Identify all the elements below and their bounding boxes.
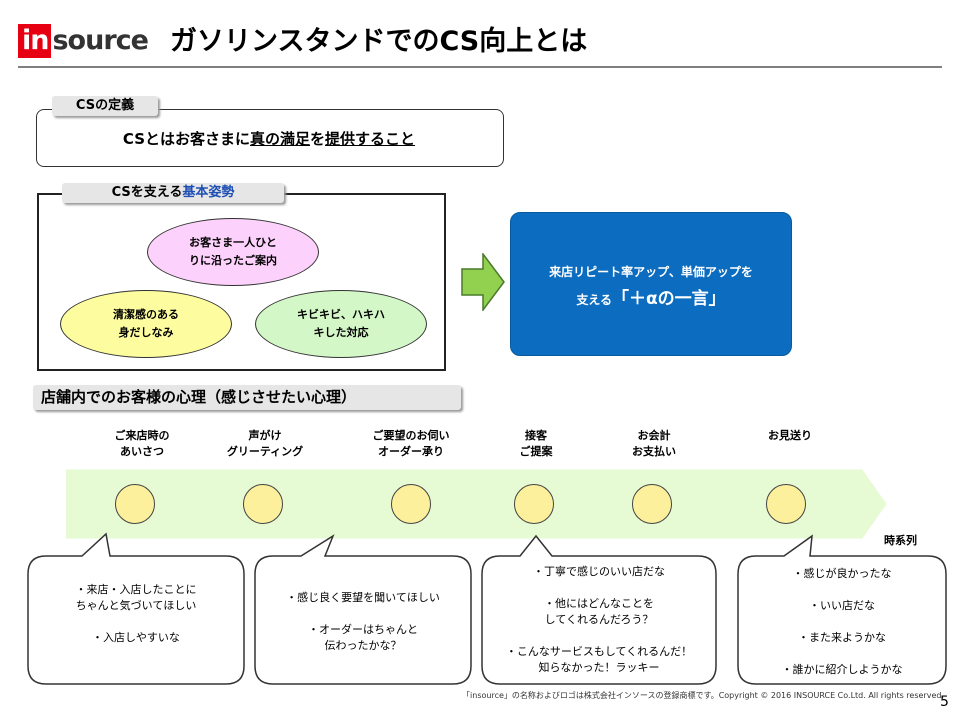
attitude-label: CSを支える基本姿勢 [62, 183, 284, 203]
stage-farewell-label: お見送り [768, 429, 812, 442]
speech-bubble-greeting-text: ・来店・入店したことに ちゃんと気づいてほしい ・入店しやすいな [75, 583, 197, 644]
definition-text: CSとはお客さまに真の満足を提供すること [36, 126, 502, 152]
page-number: 5 [940, 694, 949, 710]
attitude-item-response: キビキビ、ハキハ キした対応 [255, 290, 427, 358]
timeline-arrow-band [66, 469, 887, 539]
speech-bubble-order-text: ・感じ良く要望を聞いてほしい ・オーダーはちゃんと 伝わったかな？ [286, 591, 440, 652]
stage-service-label: 接客 ご提案 [519, 429, 553, 458]
attitude-item-grooming: 清潔感のある 身だしなみ [60, 290, 232, 358]
logo-text: source [52, 25, 148, 56]
attitude-label-highlight: 基本姿勢 [182, 185, 235, 200]
page-title: ガソリンスタンドでのCS向上とは [170, 26, 588, 57]
stage-payment-marker [632, 484, 672, 524]
stage-calling-marker [243, 484, 283, 524]
attitude-item-guidance: お客さま一人ひと りに沿ったご案内 [147, 218, 319, 286]
speech-bubble-order: ・感じ良く要望を聞いてほしい ・オーダーはちゃんと 伝わったかな？ [253, 534, 473, 686]
attitude-item-response-text: キビキビ、ハキハ キした対応 [297, 308, 385, 339]
definition-text-part-4: 提供すること [325, 130, 416, 148]
stage-order-marker [391, 484, 431, 524]
stage-order-label: ご要望のお伺い オーダー承り [372, 429, 450, 458]
time-axis-label: 時系列 [884, 534, 917, 547]
speech-bubble-farewell: ・感じが良かったな ・いい店だな ・また来ようかな ・誰かに紹介しようかな [736, 534, 948, 686]
result-line-2-prefix: 支える [576, 292, 612, 307]
psychology-section-heading: 店舗内でのお客様の心理（感じさせたい心理） [33, 385, 461, 410]
right-arrow-icon [461, 253, 505, 311]
speech-bubble-service-shape [481, 534, 717, 685]
definition-text-part-1: CSとはお客さまに [122, 130, 251, 148]
stage-calling-label: 声がけ グリーティング [226, 429, 304, 458]
title-divider [18, 66, 942, 68]
definition-label: CSの定義 [52, 96, 158, 116]
copyright-footer: 「insource」の名称およびロゴは株式会社インソースの登録商標です。Copy… [462, 691, 944, 700]
result-line-2-highlight: 「＋αの一言」 [611, 288, 726, 309]
stage-service-marker [514, 484, 554, 524]
stage-payment-label: お会計 お支払い [632, 429, 676, 458]
attitude-label-prefix: CSを支える [111, 185, 183, 200]
speech-bubble-greeting-shape [27, 532, 245, 685]
attitude-item-grooming-text: 清潔感のある 身だしなみ [113, 308, 179, 339]
attitude-item-guidance-text: お客さま一人ひと りに沿ったご案内 [189, 236, 277, 267]
stage-greeting-marker [115, 484, 155, 524]
speech-bubble-service: ・丁寧で感じのいい店だな ・他にはどんなことを してくれるんだろう？ ・こんなサ… [480, 534, 718, 686]
logo-highlight: in [18, 24, 52, 58]
definition-text-part-2: 真の満足 [250, 130, 311, 148]
speech-bubble-farewell-shape [737, 534, 947, 685]
result-line-2: 支える「＋αの一言」 [576, 284, 725, 309]
speech-bubble-greeting: ・来店・入店したことに ちゃんと気づいてほしい ・入店しやすいな [26, 532, 246, 686]
speech-bubble-service-text: ・丁寧で感じのいい店だな ・他にはどんなことを してくれるんだろう？ ・こんなサ… [505, 565, 693, 674]
definition-text-part-3: を [310, 130, 326, 148]
speech-bubble-order-shape [254, 534, 472, 685]
stage-farewell-marker [766, 484, 806, 524]
result-line-1: 来店リピート率アップ、単価アップを [549, 264, 753, 279]
speech-bubble-farewell-text: ・感じが良かったな ・いい店だな ・また来ようかな ・誰かに紹介しようかな [781, 567, 903, 676]
stage-greeting-label: ご来店時の あいさつ [114, 429, 170, 458]
definition-box [36, 109, 504, 167]
result-box: 来店リピート率アップ、単価アップを 支える「＋αの一言」 [510, 212, 792, 356]
